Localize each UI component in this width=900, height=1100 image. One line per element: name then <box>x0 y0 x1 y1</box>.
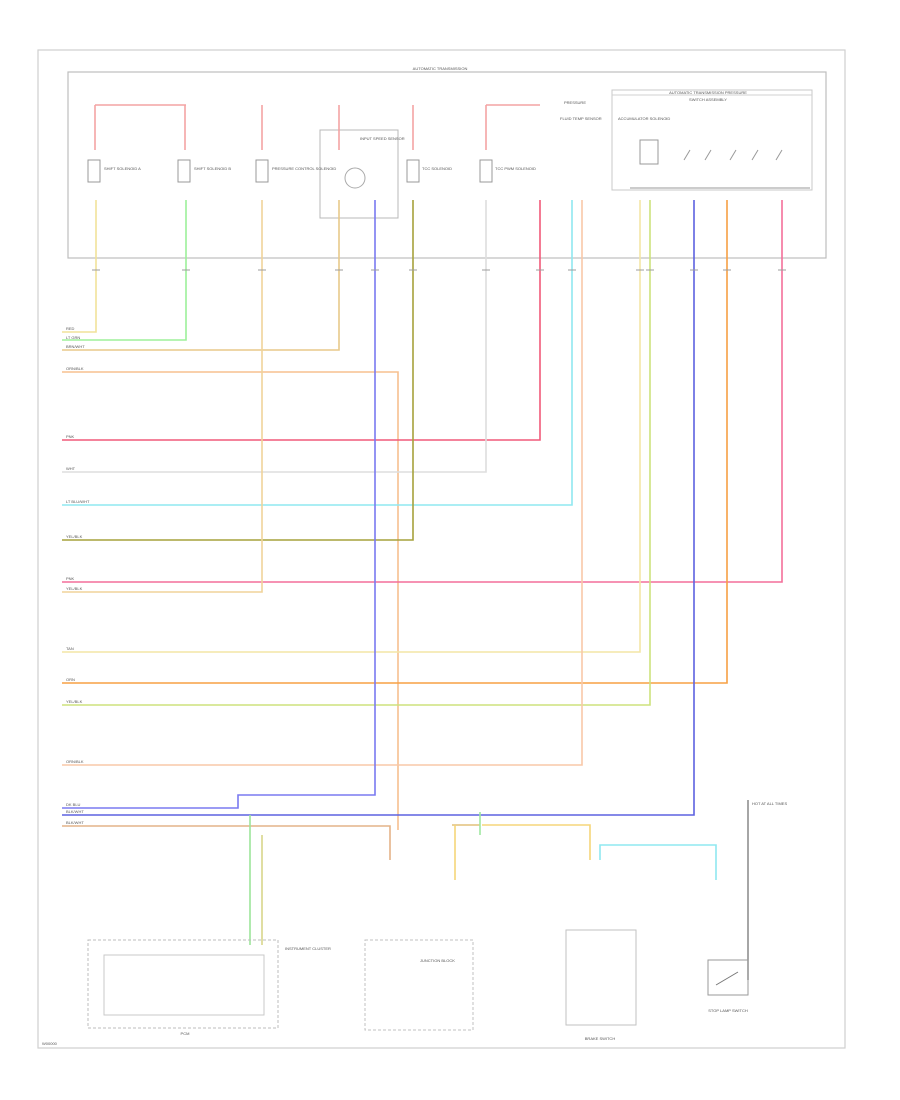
range-switch-box <box>611 89 813 191</box>
hot-note: HOT AT ALL TIMES <box>752 801 787 806</box>
component-symbols <box>87 139 810 189</box>
wire-label: YEL/BLK <box>66 699 83 704</box>
wire-label: PNK <box>66 434 75 439</box>
component-label: SHIFT SOLENOID B <box>194 166 231 171</box>
speed-sensor-box <box>319 129 399 219</box>
component-label: FLUID TEMP SENSOR <box>560 116 602 121</box>
component-label: TCC PWM SOLENOID <box>495 166 536 171</box>
footer-code: W00000 <box>42 1041 58 1046</box>
component-label: SHIFT SOLENOID A <box>104 166 141 171</box>
pressure-label: PRESSURE <box>564 100 586 105</box>
wire-label: RED <box>66 326 75 331</box>
component-label-group: SHIFT SOLENOID A SHIFT SOLENOID B PRESSU… <box>104 116 670 171</box>
wire-label: BLK/WHT <box>66 820 84 825</box>
stoplamp-switch-box <box>707 959 749 996</box>
pcm-inner <box>103 954 265 1016</box>
junction-block-label: JUNCTION BLOCK <box>420 958 455 963</box>
stoplamp-label: STOP LAMP SWITCH <box>708 1008 748 1013</box>
brake-switch-label: BRAKE SWITCH <box>585 1036 616 1041</box>
pcm-label: PCM <box>181 1031 190 1036</box>
component-label: ACCUMULATOR SOLENOID <box>618 116 670 121</box>
wire-label: BLK/WHT <box>66 809 84 814</box>
wire-label: BRN/WHT <box>66 344 85 349</box>
wire-label-group: RED LT GRN BRN/WHT ORN/BLK PNK WHT LT BL… <box>66 326 90 825</box>
transmission-box <box>67 71 827 259</box>
brake-switch-box <box>565 929 637 1026</box>
instrument-cluster-label: INSTRUMENT CLUSTER <box>285 946 331 951</box>
transmission-title: AUTOMATIC TRANSMISSION <box>413 66 468 71</box>
component-label: PRESSURE CONTROL SOLENOID <box>272 166 336 171</box>
wire-label: ORN/BLK <box>66 759 84 764</box>
wire-label: LT GRN <box>66 335 80 340</box>
component-label: TCC SOLENOID <box>422 166 452 171</box>
pcm-box <box>87 939 279 1029</box>
junction-block <box>364 939 474 1031</box>
component-label: INPUT SPEED SENSOR <box>360 136 405 141</box>
component-stubs <box>94 104 540 150</box>
wire-label: DK BLU <box>66 802 81 807</box>
range-switch-subtitle: SWITCH ASSEMBLY <box>689 97 727 102</box>
wire-label: PNK <box>66 576 75 581</box>
wire-label: LT BLU/WHT <box>66 499 90 504</box>
wire-label: ORN/BLK <box>66 366 84 371</box>
wire-label: YEL/BLK <box>66 534 83 539</box>
harness-wires <box>62 200 783 980</box>
wire-label: WHT <box>66 466 76 471</box>
wire-label: YEL/BLK <box>66 586 83 591</box>
sensor-circle <box>344 167 366 189</box>
wire-label: ORN <box>66 677 75 682</box>
range-switch-title: AUTOMATIC TRANSMISSION PRESSURE <box>669 90 747 95</box>
outer-frame <box>37 49 846 1049</box>
wire-label: TAN <box>66 646 74 651</box>
